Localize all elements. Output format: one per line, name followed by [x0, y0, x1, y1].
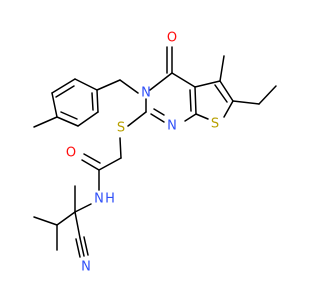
atom-label-o-carbonyl-ring: O	[167, 31, 177, 46]
atom-label-n-ring: N	[141, 86, 151, 101]
atom-label-n-nitrile: N	[81, 260, 91, 275]
atom-label-n-amide: N	[94, 192, 104, 207]
atom-label-o-amide: O	[66, 146, 76, 161]
bond-layer	[33, 46, 277, 258]
atom-label-s-thioether: S	[117, 121, 125, 136]
atom-label-layer: O N N S S O H N N	[66, 31, 219, 275]
atom-label-s-thiophene: S	[211, 117, 219, 132]
atom-label-nh-amide: H	[105, 192, 115, 207]
atom-label-n-pyrimidine: N	[167, 119, 177, 134]
molecule-structure: O N N S S O H N N	[33, 31, 277, 275]
